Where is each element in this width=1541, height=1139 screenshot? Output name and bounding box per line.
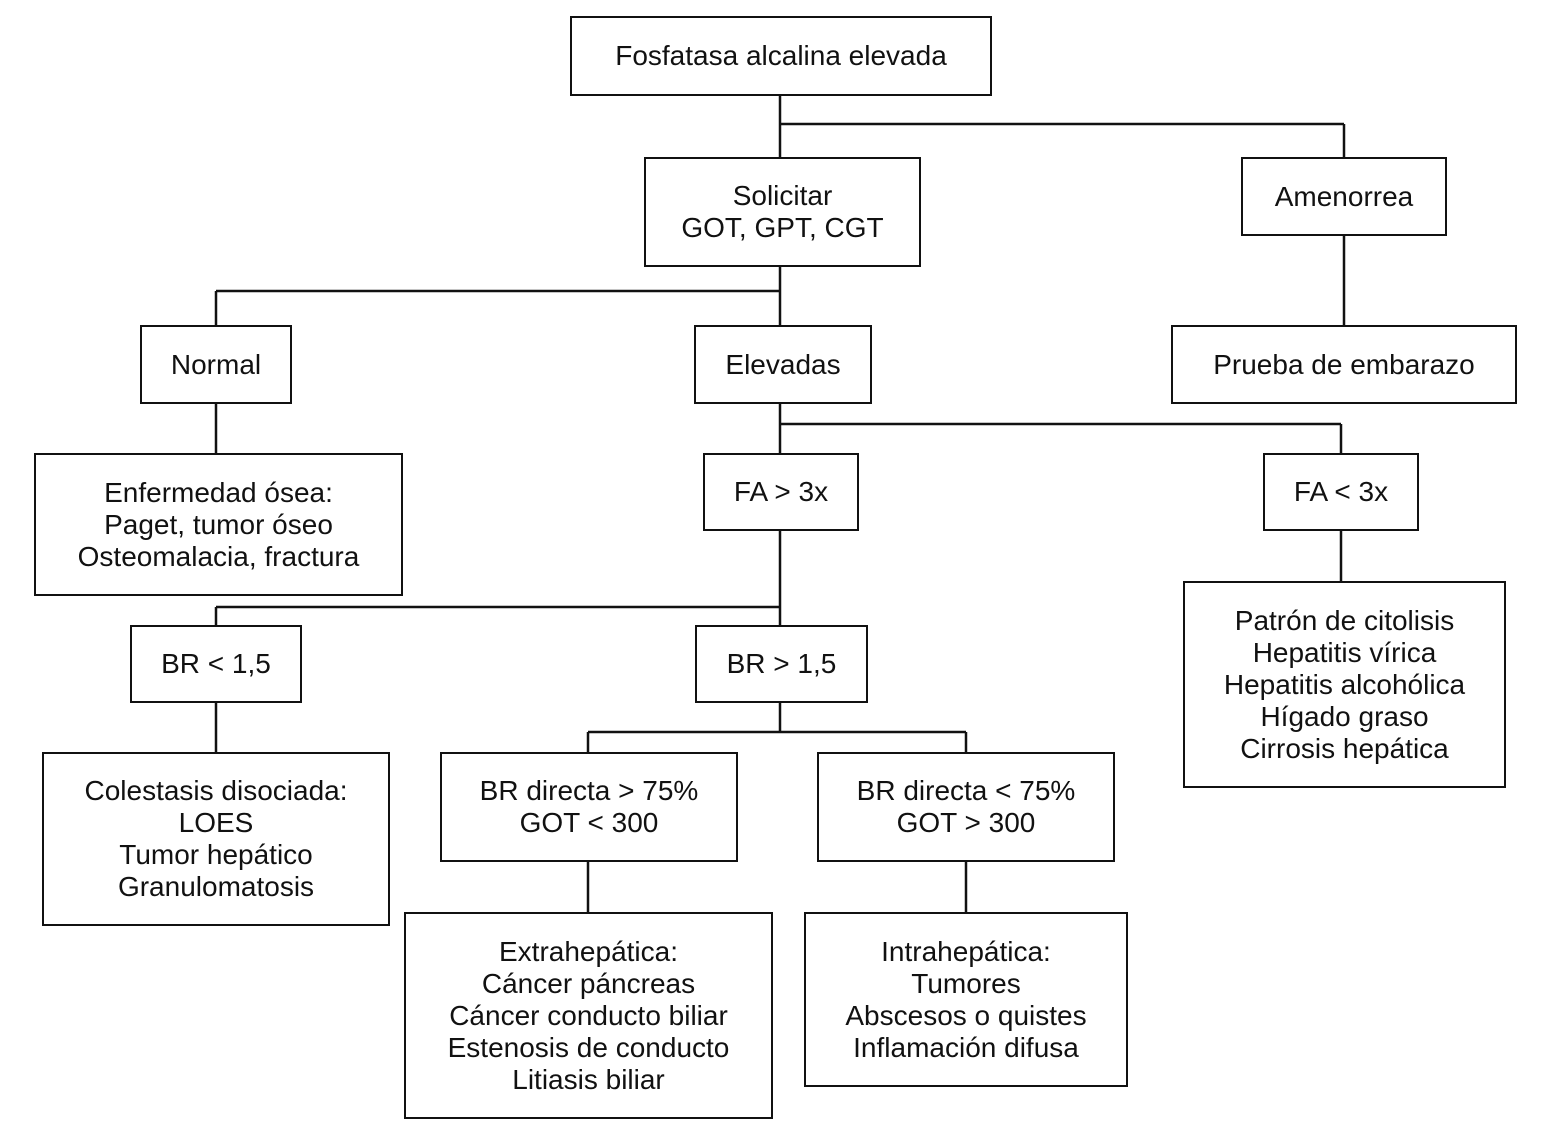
node-fa-menor-3x: FA < 3x (1263, 453, 1419, 531)
node-text-line: BR directa > 75% (479, 775, 699, 806)
node-text-line: FA > 3x (733, 476, 829, 507)
node-text-line: Normal (170, 348, 262, 380)
node-text-line: Litiasis biliar (512, 1063, 665, 1095)
node-br-directa-menor-75: BR directa < 75%GOT > 300 (817, 752, 1115, 862)
node-text-line: GOT < 300 (519, 807, 659, 838)
node-text-line: BR directa < 75% (856, 775, 1076, 806)
node-text-line: LOES (178, 807, 254, 838)
node-text-line: Enfermedad ósea: (104, 476, 333, 508)
node-br-menor-1-5: BR < 1,5 (130, 625, 302, 703)
node-amenorrea: Amenorrea (1241, 157, 1447, 236)
node-text-line: Hepatitis vírica (1252, 636, 1437, 668)
node-text-line: Hepatitis alcohólica (1223, 668, 1466, 700)
node-text-line: GOT > 300 (896, 807, 1036, 838)
node-text-line: Cáncer conducto biliar (449, 999, 728, 1031)
node-text-line: BR < 1,5 (161, 648, 271, 679)
node-text-line: Patrón de citolisis (1234, 604, 1455, 636)
node-fosfatasa-alcalina-elevada: Fosfatasa alcalina elevada (570, 16, 992, 96)
node-text-line: Hígado graso (1260, 700, 1429, 732)
node-text-line: Prueba de embarazo (1213, 348, 1475, 380)
node-text-line: Osteomalacia, fractura (77, 540, 360, 572)
node-text-line: Granulomatosis (117, 871, 315, 902)
node-text-line: Tumor hepático (119, 839, 313, 870)
node-text-line: Tumores (911, 967, 1021, 999)
node-text-line: GOT, GPT, CGT (681, 212, 884, 243)
node-br-directa-mayor-75: BR directa > 75%GOT < 300 (440, 752, 738, 862)
node-text-line: Inflamación difusa (853, 1031, 1079, 1063)
node-text-line: Intrahepática: (881, 935, 1051, 967)
node-elevadas: Elevadas (694, 325, 872, 404)
node-prueba-de-embarazo: Prueba de embarazo (1171, 325, 1517, 404)
node-text-line: Estenosis de conducto (447, 1031, 730, 1063)
node-text-line: BR > 1,5 (726, 648, 837, 679)
node-text-line: Elevadas (725, 348, 841, 380)
node-text-line: Abscesos o quistes (845, 999, 1087, 1031)
node-fa-mayor-3x: FA > 3x (703, 453, 859, 531)
node-text-line: Paget, tumor óseo (104, 508, 333, 540)
node-text-line: Colestasis disociada: (84, 775, 348, 806)
node-text-line: Solicitar (732, 180, 833, 211)
node-text-line: Fosfatasa alcalina elevada (615, 40, 947, 71)
node-text-line: Amenorrea (1274, 180, 1414, 212)
node-normal: Normal (140, 325, 292, 404)
node-br-mayor-1-5: BR > 1,5 (695, 625, 868, 703)
node-text-line: Cirrosis hepática (1240, 732, 1449, 764)
node-text-line: Cáncer páncreas (481, 967, 696, 999)
node-text-line: FA < 3x (1293, 476, 1389, 507)
node-text-line: Extrahepática: (499, 935, 678, 967)
